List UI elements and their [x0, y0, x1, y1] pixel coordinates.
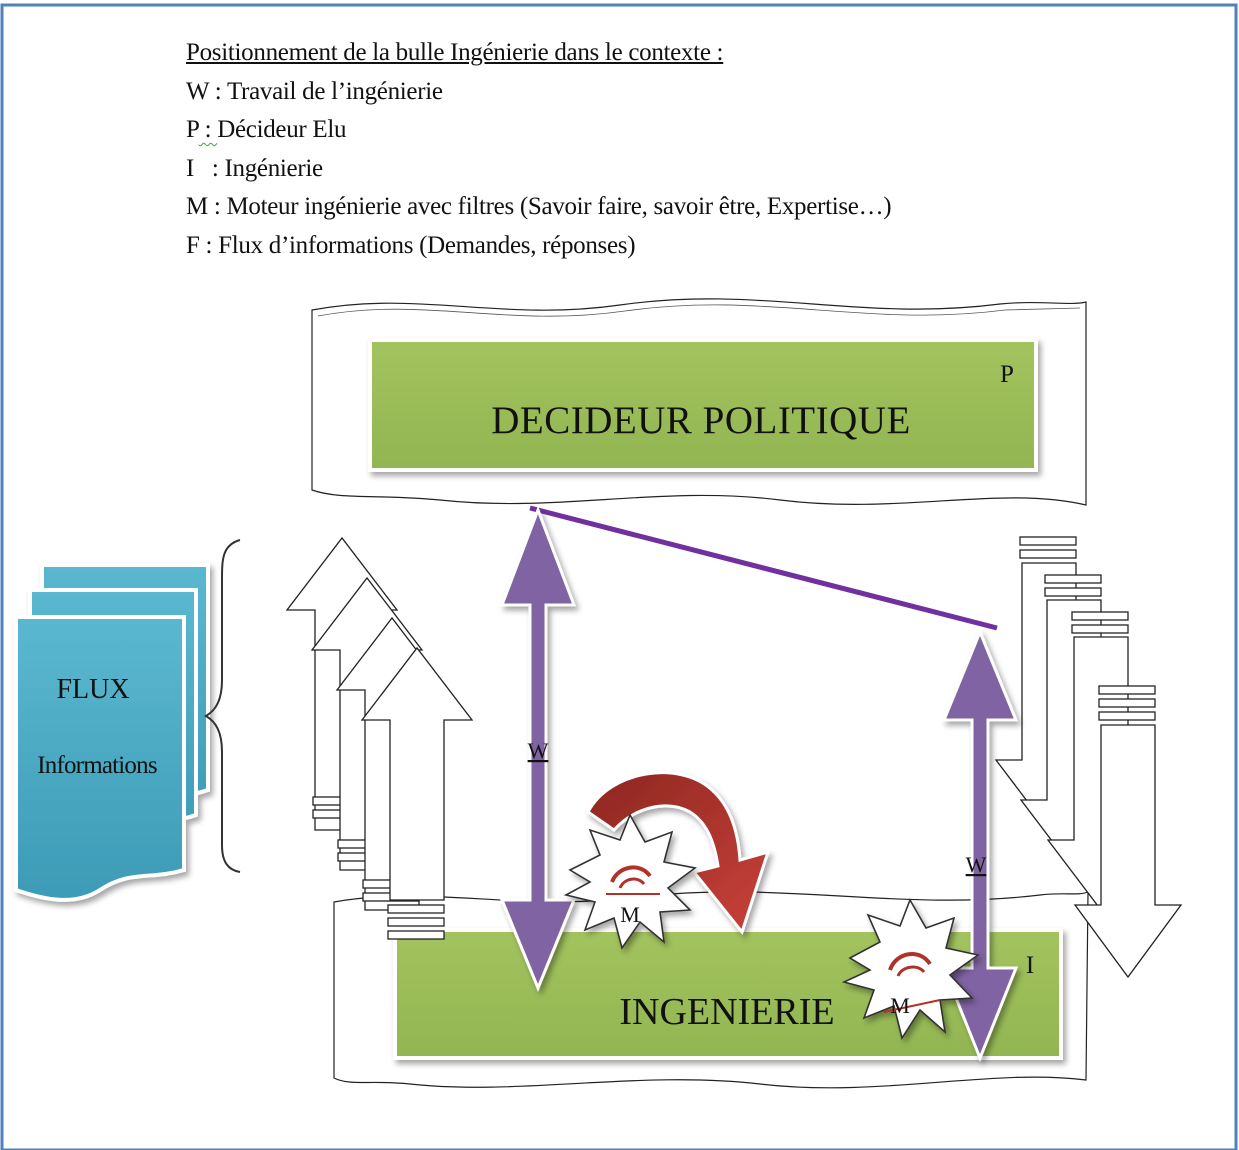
work-arrow-right [941, 628, 1019, 1063]
legend-sep: : [199, 231, 219, 259]
legend-item-p: P : Décideur Elu [186, 111, 891, 150]
upward-flow-arrows [285, 536, 474, 940]
legend: Positionnement de la bulle Ingénierie da… [186, 34, 892, 266]
legend-item-i: I : Ingénierie [186, 150, 891, 189]
downward-flow-arrows [994, 536, 1183, 979]
flux-subtitle: Informations [37, 752, 157, 779]
work-arrow-left [499, 505, 577, 992]
legend-sep: : [198, 116, 218, 143]
legend-text: Flux d’informations (Demandes, réponses) [218, 231, 636, 259]
legend-key: M [186, 193, 208, 220]
decideur-label: DECIDEUR POLITIQUE [491, 399, 911, 442]
work-label-left: W [528, 738, 549, 763]
legend-key: I [186, 154, 195, 182]
legend-title: Positionnement de la bulle Ingénierie da… [186, 39, 724, 66]
red-curved-arrow [586, 771, 771, 936]
legend-text: Travail de l’ingénierie [226, 77, 443, 105]
legend-text: Décideur Elu [217, 116, 347, 143]
legend-sep: : [194, 154, 225, 182]
engine-gear-left [563, 813, 697, 950]
work-label-right: W [966, 852, 987, 877]
legend-text: Moteur ingénierie avec filtres (Savoir f… [226, 193, 892, 220]
engine-gear-right [841, 898, 980, 1040]
legend-item-w: W : Travail de l’ingénierie [186, 73, 891, 112]
flux-title: FLUX [56, 674, 129, 705]
legend-sep: : [207, 193, 227, 220]
ingenierie-tag: I [1026, 952, 1034, 979]
legend-key: F [186, 231, 200, 259]
flux-document-stack [14, 563, 210, 902]
decideur-tag: P [1000, 361, 1014, 388]
page-border [0, 3, 1238, 1150]
engine-label-right: M [890, 993, 910, 1018]
legend-sep: : [208, 77, 227, 105]
decideur-box [368, 338, 1038, 472]
ingenierie-label: INGENIERIE [619, 991, 834, 1033]
legend-key: P [186, 116, 199, 143]
engine-label-left: M [620, 902, 640, 927]
legend-item-f: F : Flux d’informations (Demandes, répon… [186, 227, 891, 266]
legend-key: W [186, 77, 209, 105]
legend-item-m: M : Moteur ingénierie avec filtres (Savo… [186, 188, 892, 227]
flux-brace [204, 539, 241, 873]
legend-text: Ingénierie [224, 154, 323, 182]
decideur-link-line [529, 505, 998, 631]
